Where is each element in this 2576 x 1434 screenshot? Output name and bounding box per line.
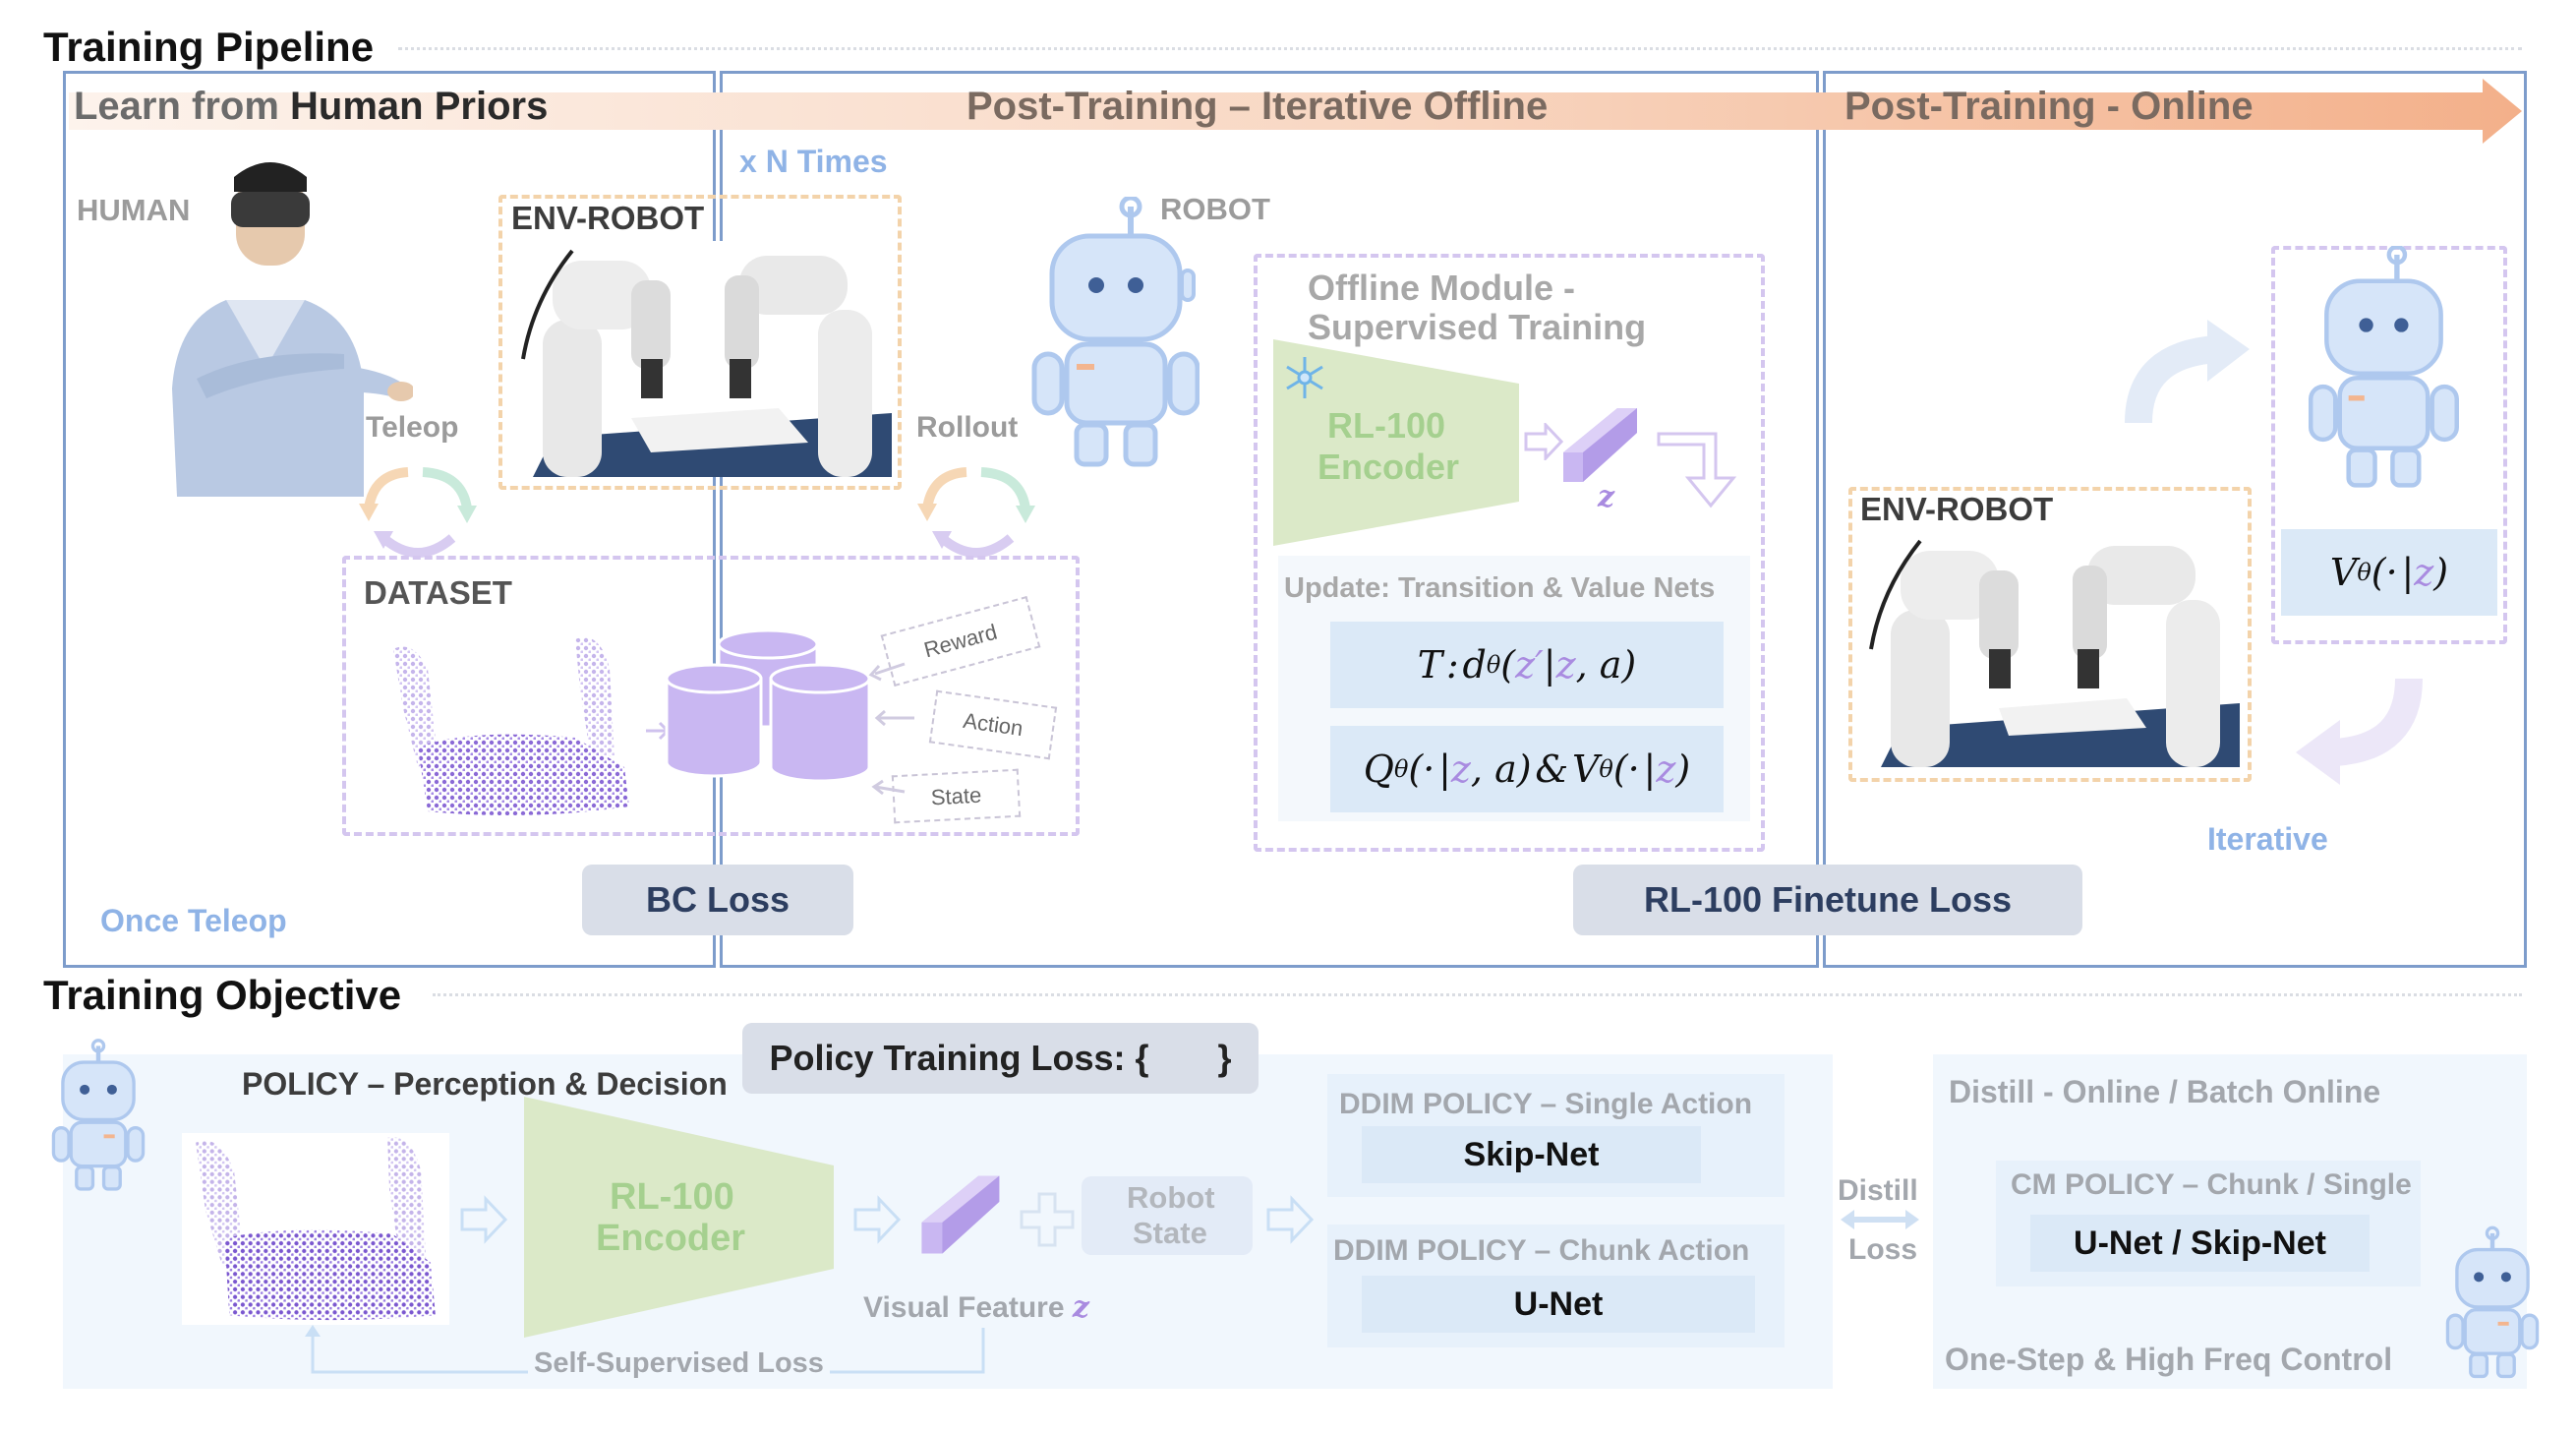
section-divider bbox=[433, 993, 2522, 996]
iterative-label: Iterative bbox=[2207, 821, 2328, 857]
policy-point-cloud bbox=[196, 1137, 436, 1321]
database-icon bbox=[665, 629, 871, 783]
tag-arrows bbox=[868, 662, 914, 796]
robot-state-label-line2: State bbox=[1133, 1216, 1207, 1250]
cm-policy-label: CM POLICY – Chunk / Single bbox=[2011, 1168, 2412, 1201]
hollow-arrow-right-icon bbox=[1266, 1195, 1315, 1244]
env-robot-box bbox=[498, 195, 902, 490]
hollow-arrow-right-icon bbox=[853, 1195, 902, 1244]
ddim-single-label: DDIM POLICY – Single Action bbox=[1339, 1088, 1753, 1120]
curved-arrow-up-icon bbox=[2125, 320, 2250, 424]
update-nets-title: Update: Transition & Value Nets bbox=[1284, 572, 1716, 604]
teleop-label: Teleop bbox=[366, 411, 459, 444]
human-label: HUMAN bbox=[77, 193, 191, 227]
visual-feature-label: Visual Feature z bbox=[863, 1290, 1089, 1325]
dataset-label: DATASET bbox=[364, 574, 512, 611]
encoder-trapezoid-shape bbox=[1273, 339, 1519, 546]
robot-arms-scene bbox=[513, 241, 892, 477]
skip-net-module: Skip-Net bbox=[1362, 1126, 1701, 1183]
distill-label: Distill bbox=[1838, 1174, 1918, 1207]
online-env-robot-label: ENV-ROBOT bbox=[1860, 491, 2054, 527]
policy-encoder-trapezoid-shape bbox=[524, 1097, 834, 1338]
distill-loss-label: Loss bbox=[1848, 1233, 1918, 1266]
stage-label-iterative-offline: Post-Training – Iterative Offline bbox=[966, 85, 1549, 128]
curved-arrow-down-icon bbox=[2296, 678, 2423, 785]
offline-module-box bbox=[1254, 254, 1765, 852]
teleop-cycle-icon bbox=[359, 467, 477, 558]
dataset-box bbox=[342, 556, 1080, 836]
human-teleop-figure bbox=[172, 162, 413, 497]
online-robot-arms-scene bbox=[1861, 531, 2240, 767]
section-title-objective: Training Objective bbox=[43, 972, 402, 1018]
section-divider bbox=[398, 47, 2522, 50]
section-title-pipeline: Training Pipeline bbox=[43, 24, 375, 70]
bc-loss-button: BC Loss bbox=[582, 865, 853, 935]
visual-feature-block bbox=[921, 1175, 1000, 1254]
robot-state-box bbox=[1082, 1176, 1253, 1255]
stage-progress-arrow bbox=[69, 79, 2522, 144]
policy-encoder-label-line2: Encoder bbox=[596, 1218, 746, 1259]
distill-double-arrow bbox=[1841, 1210, 1919, 1229]
robot-state-label-line1: Robot bbox=[1127, 1180, 1215, 1215]
stage-label-human-priors: Learn from Human Priors bbox=[74, 85, 549, 128]
one-step-label: One-Step & High Freq Control bbox=[1945, 1342, 2393, 1377]
policy-encoder-label-line1: RL-100 bbox=[610, 1176, 734, 1218]
unet-skipnet-module: U-Net / Skip-Net bbox=[2030, 1215, 2370, 1272]
unet-module: U-Net bbox=[1362, 1276, 1755, 1333]
offline-module-title-line2: Supervised Training bbox=[1308, 307, 1647, 347]
x-n-times-label: x N Times bbox=[739, 144, 888, 179]
policy-robot-icon bbox=[51, 1039, 146, 1191]
online-env-robot-box bbox=[1848, 487, 2252, 782]
env-robot-label: ENV-ROBOT bbox=[511, 200, 705, 236]
snowflake-icon bbox=[1286, 357, 1323, 398]
plus-icon bbox=[1020, 1192, 1075, 1247]
policy-title: POLICY – Perception & Decision bbox=[242, 1066, 728, 1102]
hollow-arrow-right-icon bbox=[1524, 423, 1563, 460]
self-supervised-loss-label: Self-Supervised Loss bbox=[528, 1347, 830, 1380]
robot-mascot-icon bbox=[1031, 197, 1200, 467]
policy-loss-box: Policy Training Loss: { } bbox=[742, 1023, 1259, 1094]
once-teleop-label: Once Teleop bbox=[100, 903, 287, 938]
ddim-chunk-label: DDIM POLICY – Chunk Action bbox=[1333, 1234, 1750, 1267]
hollow-arrow-right-icon bbox=[460, 1195, 508, 1244]
robot-mascot-online-icon bbox=[2308, 246, 2459, 488]
offline-module-title-line1: Offline Module - bbox=[1308, 268, 1575, 308]
robot-label: ROBOT bbox=[1160, 192, 1270, 226]
panel-iterative-offline bbox=[720, 71, 1819, 968]
offline-encoder-label-line1: RL-100 bbox=[1327, 405, 1446, 446]
online-robot-box bbox=[2271, 246, 2507, 644]
stage-label-online: Post-Training - Online bbox=[1844, 85, 2254, 128]
panel-human-priors bbox=[63, 71, 716, 968]
offline-encoder-label-line2: Encoder bbox=[1317, 447, 1460, 487]
rollout-label: Rollout bbox=[916, 411, 1019, 444]
latent-z-block bbox=[1563, 408, 1637, 482]
distill-online-label: Distill - Online / Batch Online bbox=[1949, 1074, 2381, 1109]
finetune-loss-button: RL-100 Finetune Loss bbox=[1573, 865, 2082, 935]
point-cloud-thumbnail bbox=[393, 637, 629, 815]
rollout-cycle-icon bbox=[917, 467, 1035, 558]
bent-arrow-down-icon bbox=[1657, 432, 1737, 508]
latent-z-label: z bbox=[1598, 480, 1615, 514]
panel-online bbox=[1823, 71, 2527, 968]
cm-robot-icon bbox=[2445, 1225, 2540, 1379]
